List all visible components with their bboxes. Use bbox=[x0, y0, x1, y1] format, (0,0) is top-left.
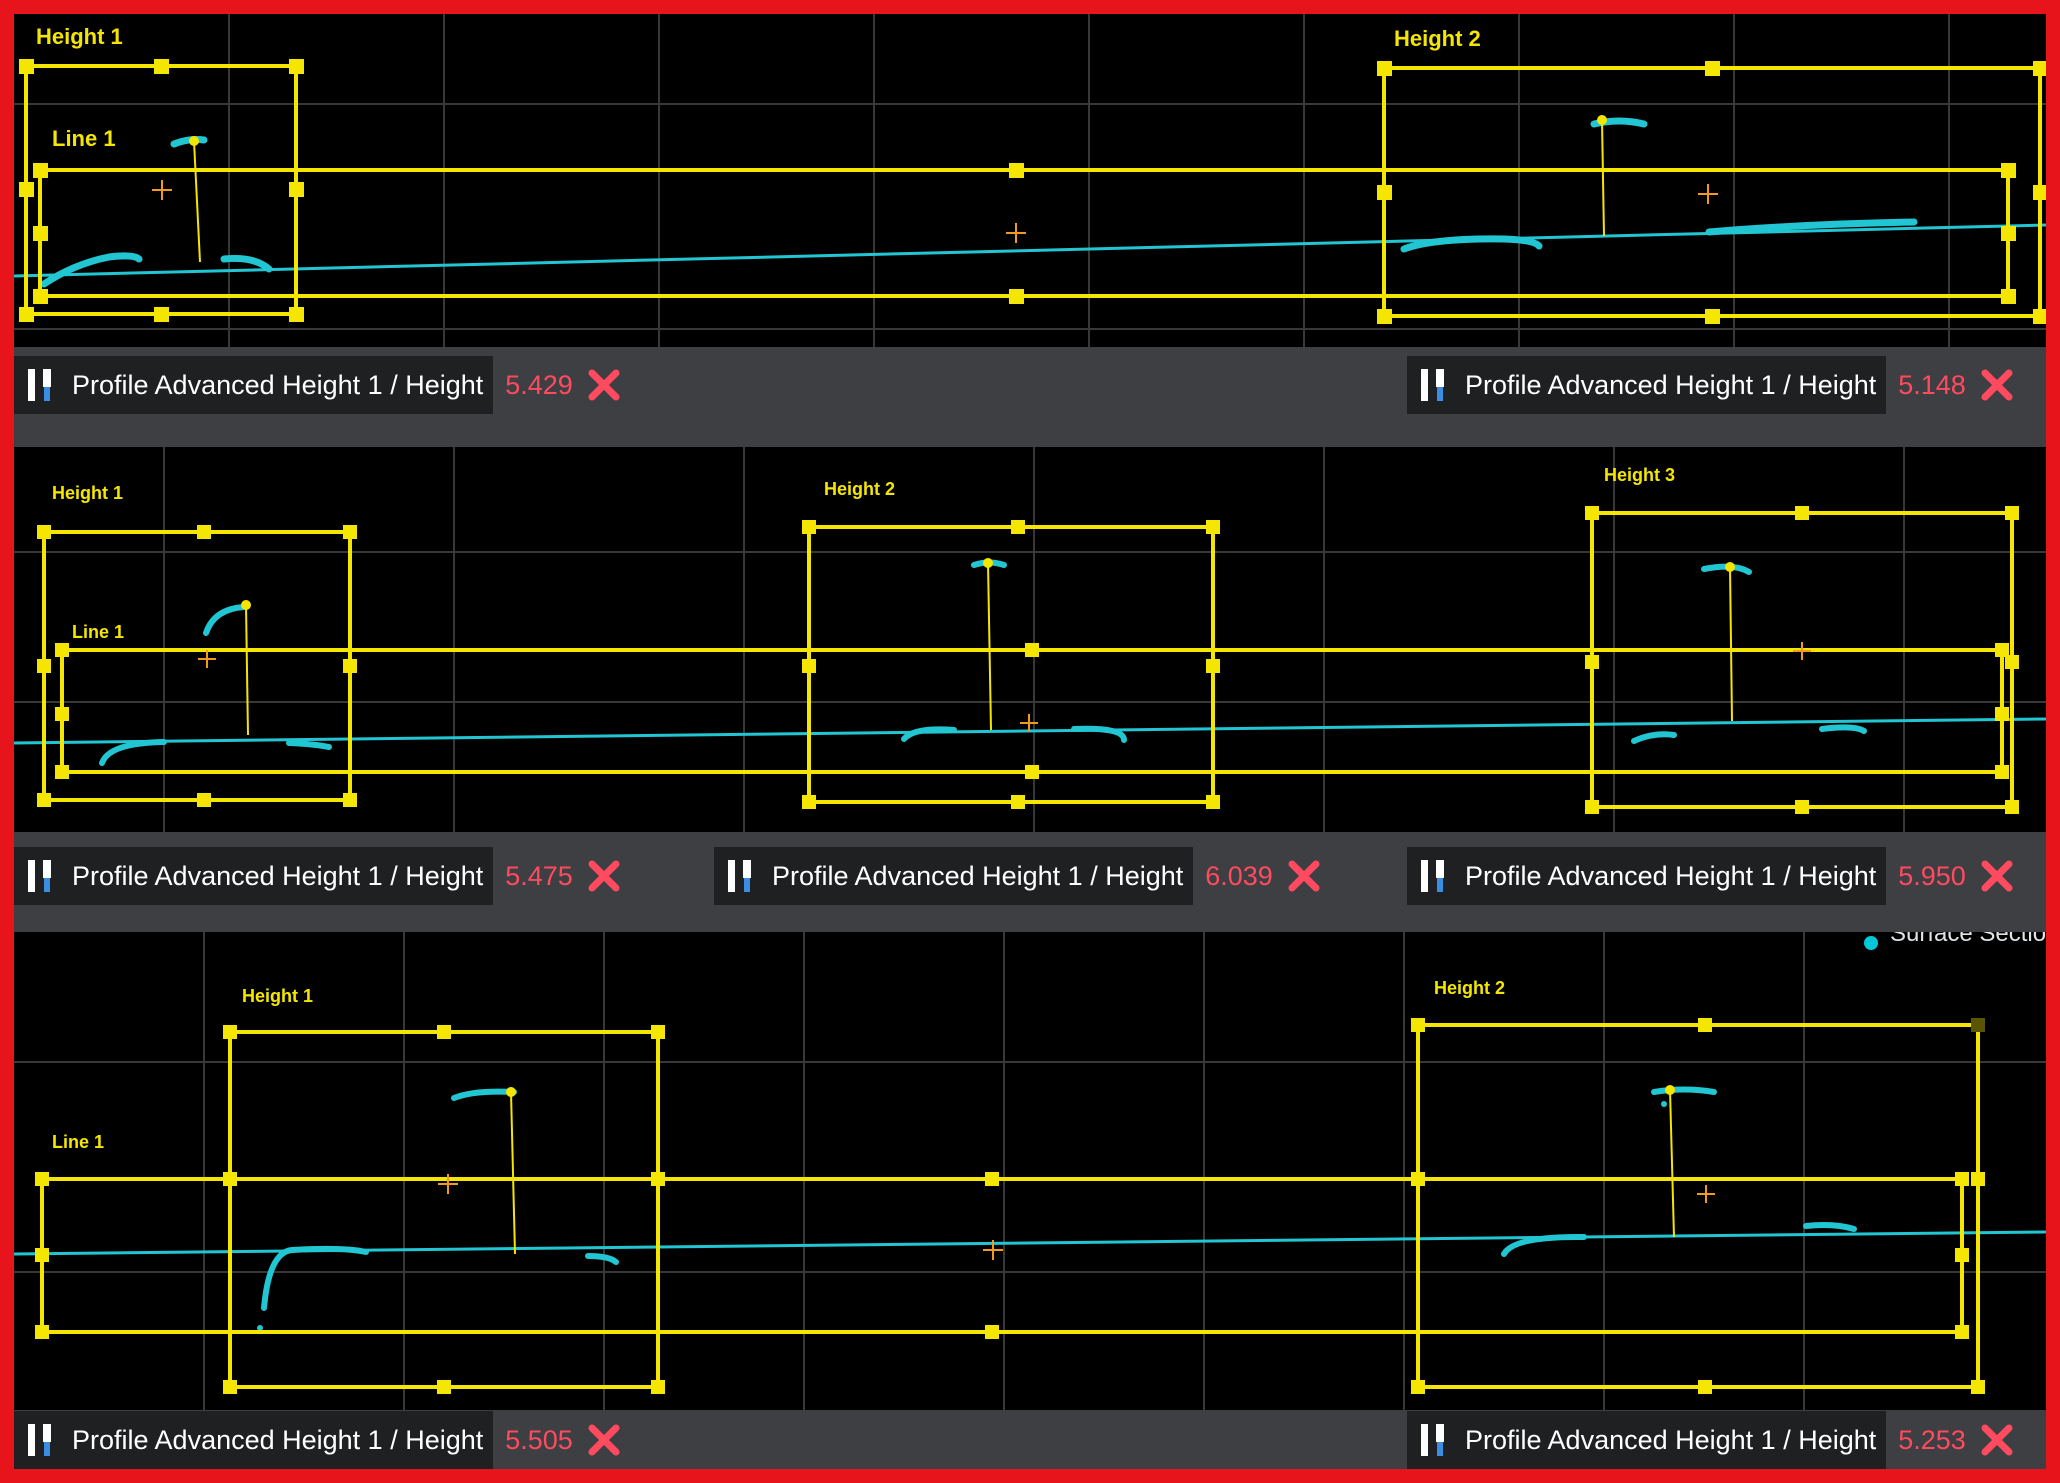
measurement-label: Profile Advanced Height 1 / Height bbox=[72, 369, 484, 400]
legend-swatch bbox=[1864, 936, 1878, 950]
measurement-value: 5.505 bbox=[505, 1424, 573, 1455]
label-height-1: Height 1 bbox=[36, 24, 123, 49]
profile-view-3[interactable]: Height 1 Line 1 Height 2 Surface Sectio bbox=[14, 932, 2046, 1429]
measurement-bar-3: Profile Advanced Height 1 / Height 5.505… bbox=[14, 1410, 2046, 1469]
probe-icon bbox=[728, 860, 751, 892]
measurement-value: 5.950 bbox=[1898, 860, 1966, 891]
label-line-1: Line 1 bbox=[52, 1132, 104, 1152]
probe-icon bbox=[28, 860, 51, 892]
profile-canvas-3: Height 1 Line 1 Height 2 bbox=[14, 932, 2046, 1429]
measurement-label: Profile Advanced Height 1 / Height bbox=[772, 860, 1184, 891]
height-2-box bbox=[1382, 66, 2042, 318]
label-height-1: Height 1 bbox=[52, 483, 123, 503]
label-height-1: Height 1 bbox=[242, 986, 313, 1006]
profile-canvas-1: Height 1 Line 1 Height 2 bbox=[14, 14, 2046, 347]
measurement-bar-2: Profile Advanced Height 1 / Height 5.475… bbox=[14, 832, 2046, 932]
profile-canvas-2: Height 1 Line 1 Height 2 Height 3 bbox=[14, 447, 2046, 832]
label-line-1: Line 1 bbox=[72, 622, 124, 642]
measurement-3-1[interactable]: Profile Advanced Height 1 / Height 5.505 bbox=[14, 1411, 621, 1469]
fail-x-icon bbox=[1288, 860, 1320, 892]
measurement-label: Profile Advanced Height 1 / Height bbox=[72, 1424, 484, 1455]
measurement-1-1[interactable]: Profile Advanced Height 1 / Height 5.429 bbox=[14, 356, 621, 414]
fail-x-icon bbox=[588, 369, 620, 401]
measurement-2-1[interactable]: Profile Advanced Height 1 / Height 5.475 bbox=[14, 847, 621, 905]
measurement-value: 5.253 bbox=[1898, 1424, 1966, 1455]
measurement-label: Profile Advanced Height 1 / Height bbox=[1465, 369, 1877, 400]
label-height-2: Height 2 bbox=[1434, 978, 1505, 998]
measurement-label: Profile Advanced Height 1 / Height bbox=[1465, 860, 1877, 891]
profile-view-2[interactable]: Height 1 Line 1 Height 2 Height 3 bbox=[14, 447, 2046, 832]
fail-x-icon bbox=[1981, 860, 2013, 892]
label-height-3: Height 3 bbox=[1604, 465, 1675, 485]
measurement-label: Profile Advanced Height 1 / Height bbox=[72, 860, 484, 891]
measurement-value: 5.429 bbox=[505, 369, 573, 400]
height-2-box bbox=[807, 525, 1215, 804]
label-height-2: Height 2 bbox=[1394, 26, 1481, 51]
profile-view-1[interactable]: Height 1 Line 1 Height 2 bbox=[14, 14, 2046, 347]
measurement-2-2[interactable]: Profile Advanced Height 1 / Height 6.039 bbox=[714, 847, 1321, 905]
label-height-2: Height 2 bbox=[824, 479, 895, 499]
probe-icon bbox=[28, 369, 51, 401]
measurement-1-2[interactable]: Profile Advanced Height 1 / Height 5.148 bbox=[1407, 356, 2014, 414]
measurement-3-2[interactable]: Profile Advanced Height 1 / Height 5.253 bbox=[1407, 1411, 2014, 1469]
measurement-value: 5.475 bbox=[505, 860, 573, 891]
measurement-value: 6.039 bbox=[1205, 860, 1273, 891]
probe-icon bbox=[28, 1424, 51, 1456]
fail-x-icon bbox=[588, 860, 620, 892]
label-line-1: Line 1 bbox=[52, 126, 116, 151]
probe-icon bbox=[1421, 860, 1444, 892]
probe-icon bbox=[1421, 369, 1444, 401]
measurement-2-3[interactable]: Profile Advanced Height 1 / Height 5.950 bbox=[1407, 847, 2014, 905]
height-1-box bbox=[42, 530, 352, 802]
probe-icon bbox=[1421, 1424, 1444, 1456]
measurement-label: Profile Advanced Height 1 / Height bbox=[1465, 1424, 1877, 1455]
measurement-bar-1: Profile Advanced Height 1 / Height 5.429… bbox=[14, 347, 2046, 447]
viewer-frame: Height 1 Line 1 Height 2 Profile Advance… bbox=[14, 14, 2046, 1469]
fail-x-icon bbox=[1981, 1424, 2013, 1456]
legend-label: Surface Sectio bbox=[1890, 932, 2046, 947]
fail-x-icon bbox=[588, 1424, 620, 1456]
measurement-value: 5.148 bbox=[1898, 369, 1966, 400]
fail-x-icon bbox=[1981, 369, 2013, 401]
